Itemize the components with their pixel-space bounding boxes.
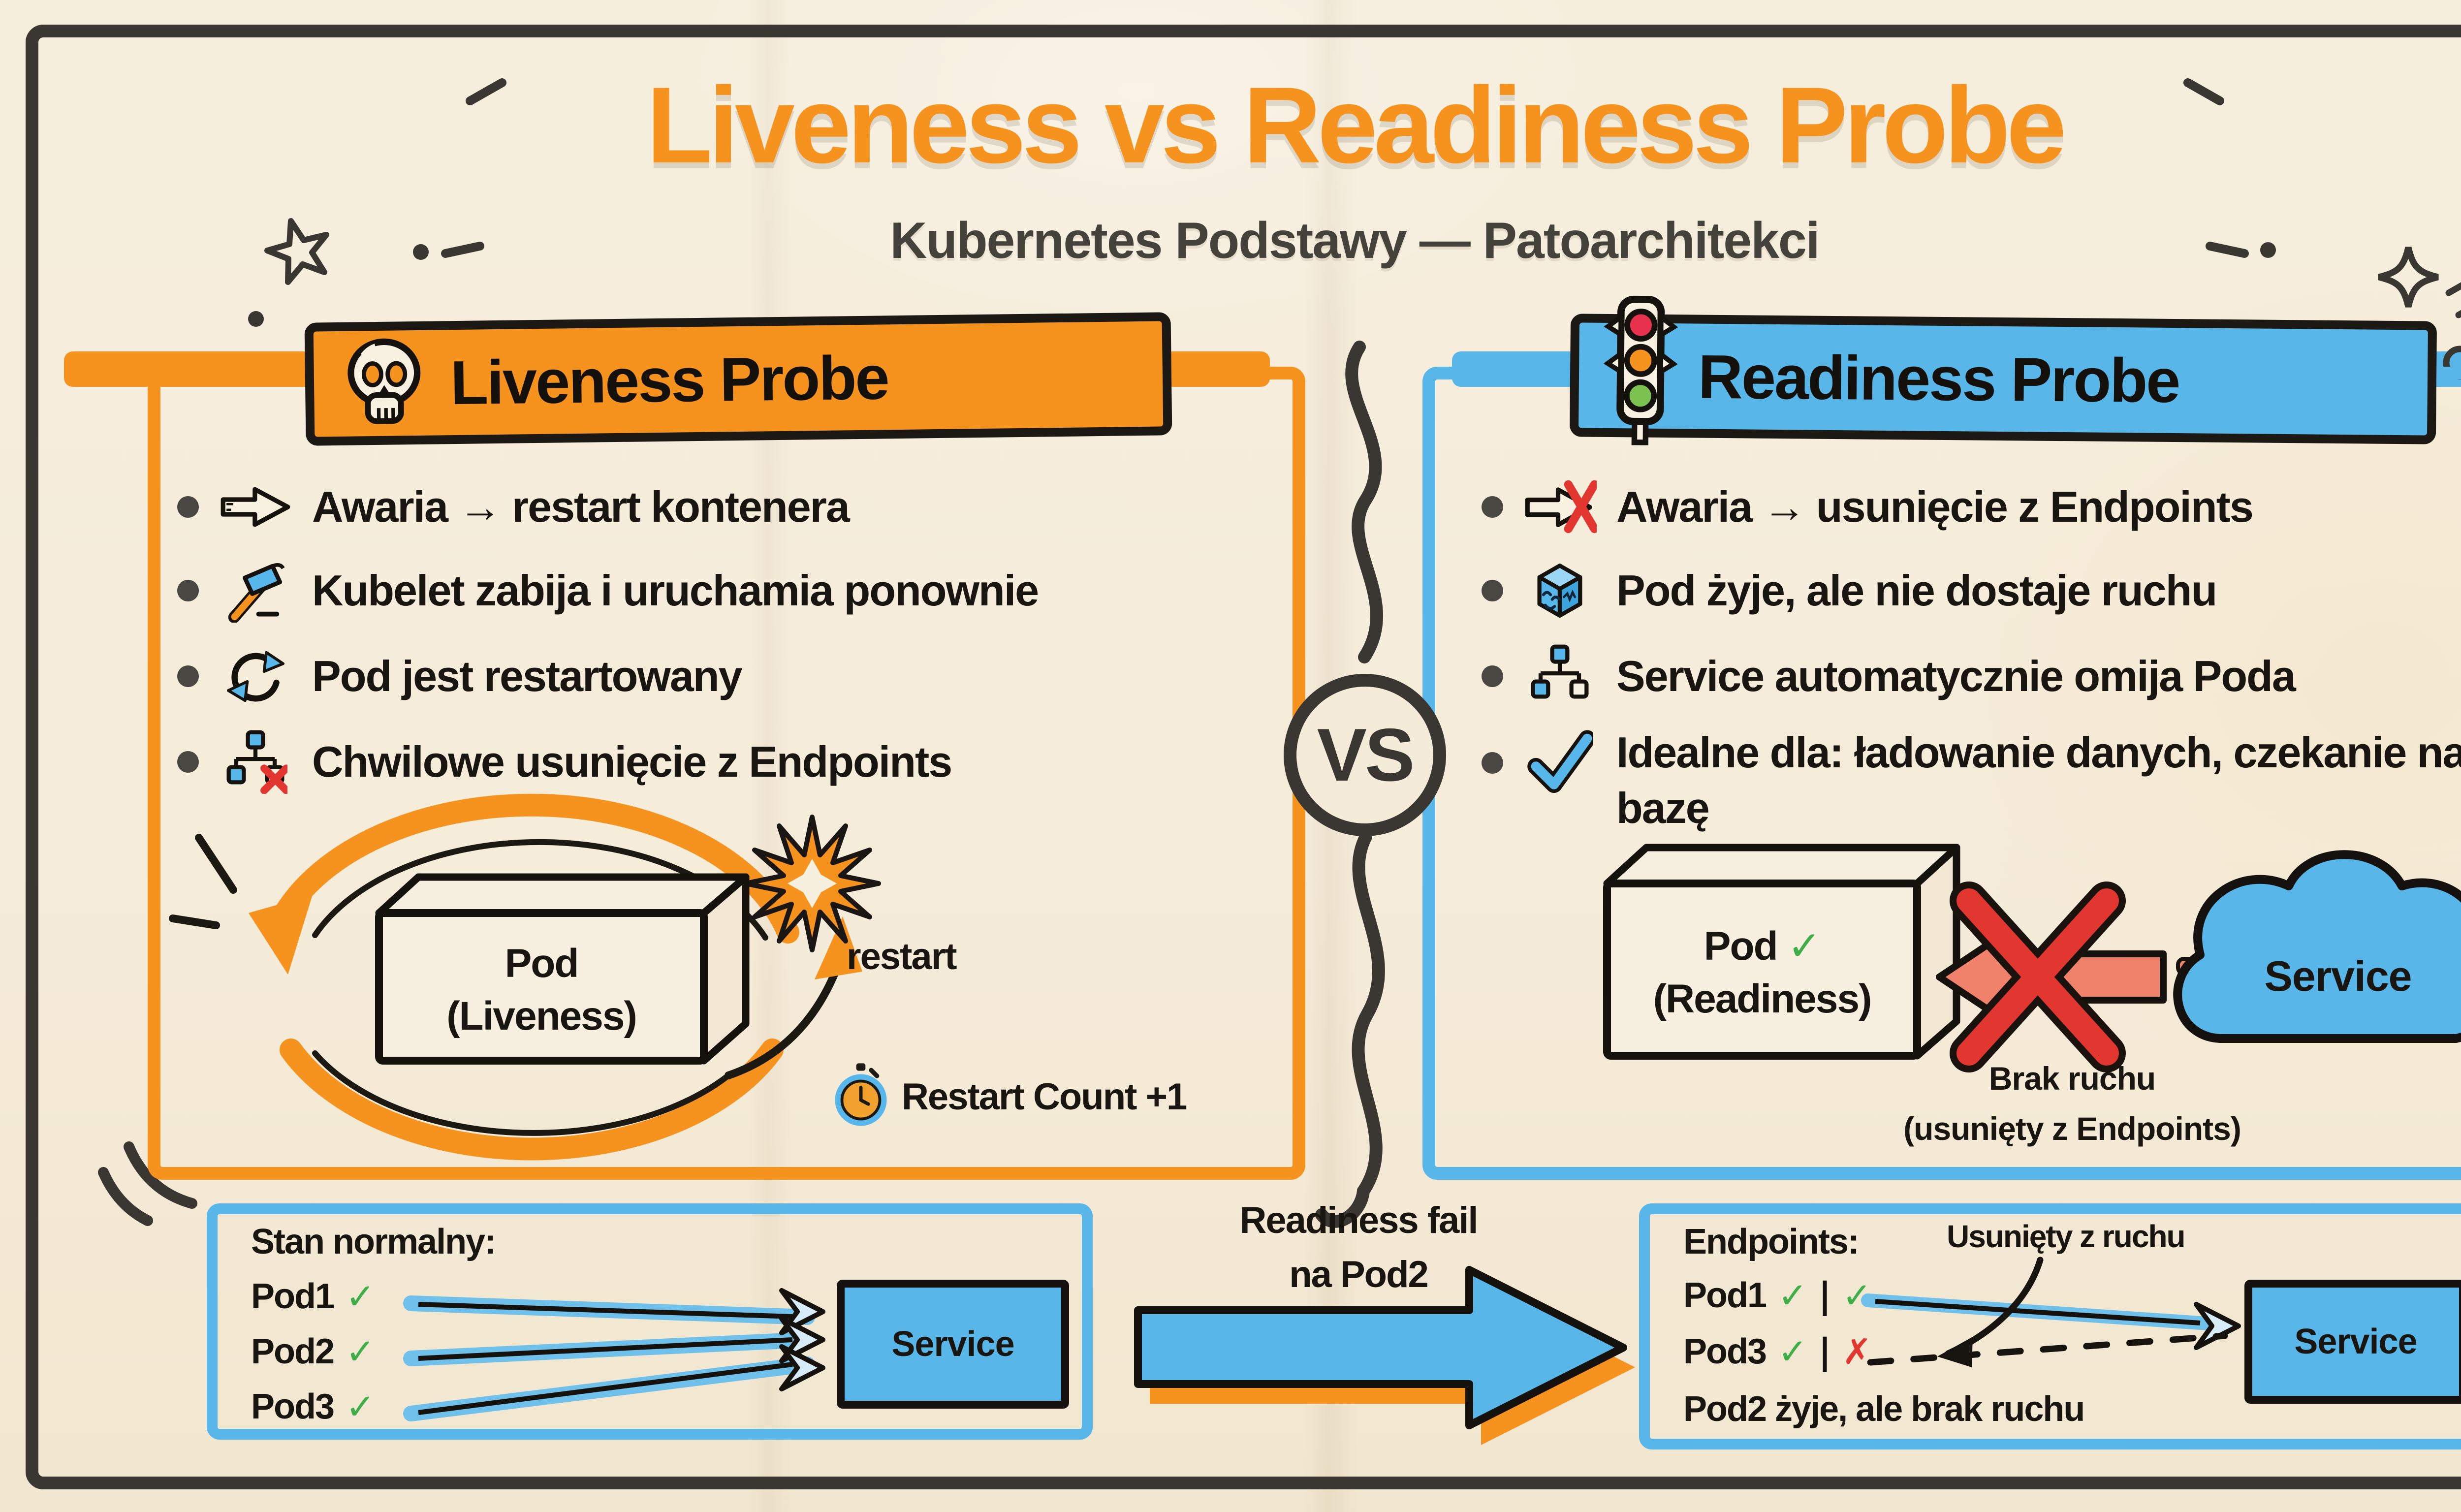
page-subtitle: Kubernetes Podstawy — Patoarchitekci bbox=[890, 212, 1820, 269]
check-icon: ✓ bbox=[346, 1386, 375, 1427]
no-traffic-caption: Brak ruchu (usunięty z Endpoints) bbox=[1903, 1060, 2241, 1147]
restart-label: restart bbox=[847, 936, 957, 977]
liveness-bullet-4: Chwilowe usunięcie z Endpoints bbox=[177, 725, 952, 799]
restart-count-label: Restart Count +1 bbox=[902, 1075, 1187, 1118]
hammer-icon bbox=[219, 559, 292, 623]
readiness-bullet-3: Service automatycznie omija Poda bbox=[1482, 639, 2296, 713]
service-box-normal: Service bbox=[837, 1280, 1069, 1409]
readiness-banner-label: Readiness Probe bbox=[1698, 342, 2180, 415]
bullet-dot bbox=[177, 665, 199, 687]
pod-row-2: Pod2 ✓ bbox=[251, 1331, 375, 1372]
readiness-bullet-4: Idealne dla: ładowanie danych, czekanie … bbox=[1482, 725, 2461, 836]
bullet-dot bbox=[1482, 496, 1503, 518]
outer-frame bbox=[26, 25, 2461, 1489]
check-icon: ✓ bbox=[1842, 1275, 1872, 1316]
bullet-dot bbox=[177, 580, 199, 601]
bullet-dot bbox=[1482, 580, 1503, 601]
stopwatch-icon bbox=[832, 1062, 890, 1131]
normal-state-box bbox=[207, 1203, 1093, 1440]
bullet-dot bbox=[1482, 665, 1503, 687]
pipe-separator: | bbox=[1818, 1331, 1831, 1372]
restart-count: Restart Count +1 bbox=[832, 1062, 1187, 1131]
service-box-endpoints: Service bbox=[2244, 1280, 2461, 1404]
liveness-bullet-1: Awaria → restart kontenera bbox=[177, 470, 850, 544]
pod-cube-icon bbox=[1523, 559, 1597, 623]
cross-icon: ✗ bbox=[1842, 1331, 1872, 1372]
check-icon: ✓ bbox=[346, 1276, 375, 1317]
traffic-light-icon bbox=[1603, 294, 1678, 447]
readiness-banner: Readiness Probe bbox=[1569, 295, 2437, 445]
pod-row-3: Pod3 ✓ bbox=[251, 1386, 375, 1427]
endpoints-title: Endpoints: bbox=[1683, 1222, 1860, 1261]
endpoints-removed-icon bbox=[219, 730, 292, 794]
readiness-bullet-1: Awaria → usunięcie z Endpoints bbox=[1482, 470, 2254, 544]
liveness-bullet-2: Kubelet zabija i uruchamia ponownie bbox=[177, 554, 1039, 628]
endpoints-row-2: Pod3 ✓ | ✗ bbox=[1683, 1331, 1872, 1372]
page-title: Liveness vs Readiness Probe bbox=[646, 64, 2067, 186]
endpoints-tree-icon bbox=[1523, 644, 1597, 708]
vs-badge: VS bbox=[1284, 674, 1446, 836]
endpoints-row-1: Pod1 ✓ | ✓ bbox=[1683, 1275, 1872, 1316]
liveness-banner-label: Liveness Probe bbox=[450, 342, 889, 417]
service-cloud-label: Service bbox=[2264, 953, 2412, 1000]
endpoints-note: Pod2 żyje, ale brak ruchu bbox=[1683, 1389, 2085, 1429]
liveness-banner: Liveness Probe bbox=[304, 312, 1172, 446]
arrow-blocked-icon bbox=[1523, 480, 1597, 534]
normal-state-title: Stan normalny: bbox=[251, 1222, 496, 1261]
blue-check-icon bbox=[1523, 729, 1597, 795]
check-icon: ✓ bbox=[1778, 1275, 1807, 1316]
bullet-dot bbox=[177, 496, 199, 518]
readiness-bullet-2: Pod żyje, ale nie dostaje ruchu bbox=[1482, 554, 2217, 628]
check-icon: ✓ bbox=[1787, 923, 1821, 970]
restart-cycle-icon bbox=[219, 646, 292, 707]
pod-row-1: Pod1 ✓ bbox=[251, 1276, 375, 1317]
removed-from-traffic-label: Usunięty z ruchu bbox=[1947, 1219, 2186, 1254]
liveness-bullet-3: Pod jest restartowany bbox=[177, 639, 743, 713]
arrow-right-icon bbox=[219, 481, 292, 533]
pipe-separator: | bbox=[1818, 1275, 1831, 1316]
pod-liveness-label: Pod (Liveness) bbox=[446, 941, 637, 1039]
bullet-dot bbox=[1482, 752, 1503, 774]
pod-readiness-label: Pod ✓ (Readiness) bbox=[1653, 923, 1872, 1021]
check-icon: ✓ bbox=[1778, 1331, 1807, 1372]
skull-icon bbox=[338, 332, 430, 434]
check-icon: ✓ bbox=[346, 1331, 375, 1372]
bullet-dot bbox=[177, 751, 199, 773]
transition-label: Readiness fail na Pod2 bbox=[1239, 1199, 1478, 1296]
endpoints-box bbox=[1639, 1203, 2461, 1449]
